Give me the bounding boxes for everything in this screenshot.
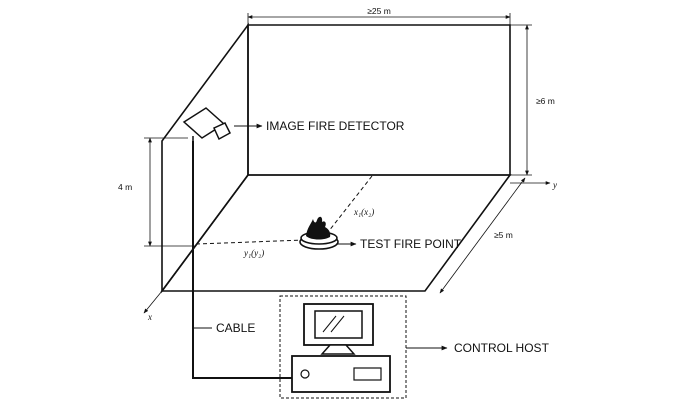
drive-slot-icon — [353, 367, 382, 381]
y-axis-label: y — [552, 180, 557, 190]
x-axis-line — [143, 290, 163, 314]
monitor-stand — [320, 344, 356, 355]
detector-label: IMAGE FIRE DETECTOR — [266, 119, 405, 133]
dimension-length-label: ≥25 m — [367, 6, 391, 16]
cable-line — [192, 141, 292, 379]
screen-glare-1 — [322, 315, 337, 333]
floor — [160, 174, 512, 292]
screen-glare-2 — [330, 315, 345, 333]
x-coordinate-line — [324, 175, 373, 237]
dimension-detector-height-label: 4 m — [118, 182, 132, 192]
left-wall — [161, 22, 249, 294]
test-fire-pan — [299, 216, 339, 250]
dimension-height-label: ≥6 m — [536, 96, 555, 106]
image-fire-detector — [182, 107, 231, 142]
dimension-height — [510, 24, 532, 176]
cable-label: CABLE — [216, 321, 255, 335]
power-button-icon — [300, 369, 310, 379]
y-coordinate-label: y₁(y₂) — [243, 248, 264, 258]
test-room — [160, 22, 512, 294]
x-axis-label: x — [147, 312, 152, 322]
dimension-width-label: ≥5 m — [494, 230, 513, 240]
control-host-label: CONTROL HOST — [454, 341, 550, 355]
back-wall — [247, 24, 511, 176]
computer-case — [291, 355, 391, 393]
monitor — [303, 303, 374, 355]
test-fire-point-label: TEST FIRE POINT — [360, 237, 462, 251]
dimension-detector-height — [144, 137, 196, 247]
dimension-width — [439, 177, 526, 294]
y-coordinate-line — [195, 239, 306, 245]
control-host-boundary — [279, 295, 407, 399]
dimension-length — [247, 13, 511, 25]
flame-icon — [306, 216, 331, 240]
x-coordinate-label: x₁(x₂) — [353, 207, 374, 217]
detector-lens — [213, 122, 231, 141]
monitor-screen — [314, 310, 363, 339]
coordinate-lines — [195, 175, 373, 245]
